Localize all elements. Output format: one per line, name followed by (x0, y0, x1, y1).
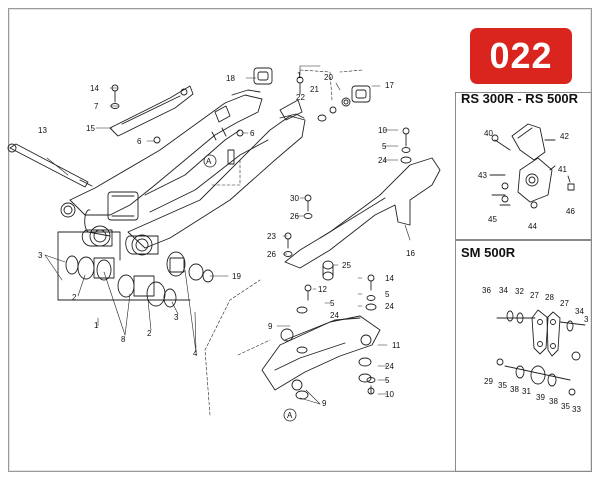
callouts-sm: 36 34 32 27 28 27 34 3 29 35 31 38 39 35… (482, 286, 589, 414)
callout: 1 (297, 71, 302, 80)
callout: 10 (385, 390, 394, 399)
callout: 26 (267, 250, 276, 259)
callout: 30 (290, 194, 299, 203)
callout: 12 (318, 285, 327, 294)
callout: A (287, 411, 293, 420)
axle-part (7, 143, 93, 188)
callout: 44 (528, 222, 537, 231)
swingarm-part (60, 89, 306, 256)
callout: 29 (484, 377, 493, 386)
bearing-stack (57, 231, 214, 308)
callout: 35 (561, 402, 570, 411)
callout: 9 (268, 322, 273, 331)
callout: 24 (330, 311, 339, 320)
callout: 3 (584, 315, 589, 324)
callout: 22 (296, 93, 305, 102)
callout: 5 (330, 299, 335, 308)
callout: 7 (94, 102, 99, 111)
callouts-main: 14 7 15 6 18 1 20 17 22 21 6 13 A 10 5 2… (38, 71, 415, 420)
callout: 28 (545, 293, 554, 302)
callout: 13 (38, 126, 47, 135)
callout: 14 (385, 274, 394, 283)
callout: 42 (560, 132, 569, 141)
callout: 18 (226, 74, 235, 83)
page-number-badge: 022 (470, 28, 572, 84)
leader-lines (44, 65, 411, 405)
callout: 39 (536, 393, 545, 402)
callout: 45 (488, 215, 497, 224)
callout: 10 (378, 126, 387, 135)
panel-rs-variant (455, 92, 592, 241)
callout: 24 (378, 156, 387, 165)
callout: 26 (290, 212, 299, 221)
panel-sm-title: SM 500R (461, 245, 516, 260)
callout: 2 (72, 293, 77, 302)
callout: 2 (147, 329, 152, 338)
chain-guard-part (284, 157, 441, 281)
callout: 38 (549, 397, 558, 406)
chain-slider-part (109, 85, 194, 137)
callout: 5 (385, 376, 390, 385)
fasteners (110, 76, 412, 395)
callout: 17 (385, 81, 394, 90)
callout: 5 (382, 142, 387, 151)
rs-chain-guide (489, 123, 575, 209)
callout: 32 (515, 287, 524, 296)
callout: 40 (484, 129, 493, 138)
pad-18-part (253, 67, 273, 85)
callout: 11 (392, 341, 401, 350)
sm-linkage (496, 309, 586, 396)
callout: 1 (94, 321, 99, 330)
callout: 43 (478, 171, 487, 180)
callout: 34 (575, 307, 584, 316)
callout: 41 (558, 165, 567, 174)
callout: 24 (385, 362, 394, 371)
callout: 27 (560, 299, 569, 308)
callout: 6 (250, 129, 255, 138)
callout: 21 (310, 85, 319, 94)
panel-sm-variant (455, 239, 592, 472)
callout: 25 (342, 261, 351, 270)
callout: 46 (566, 207, 575, 216)
callout: 4 (193, 349, 198, 358)
callout: 38 (510, 385, 519, 394)
callout: 23 (267, 232, 276, 241)
callout: 36 (482, 286, 491, 295)
callout: 31 (522, 387, 531, 396)
callout: 3 (38, 251, 43, 260)
callout: 34 (499, 286, 508, 295)
callout: 19 (232, 272, 241, 281)
callout: 16 (406, 249, 415, 258)
callout: 9 (322, 399, 327, 408)
linkage-part (261, 306, 381, 400)
construction-lines (204, 69, 363, 416)
callout: 3 (174, 313, 179, 322)
callout: 20 (324, 73, 333, 82)
callout: 35 (498, 381, 507, 390)
callout: 6 (137, 137, 142, 146)
callout: 24 (385, 302, 394, 311)
panel-rs-title: RS 300R - RS 500R (461, 91, 579, 106)
callout: 27 (530, 291, 539, 300)
callouts-rs: 40 42 43 41 45 44 46 (478, 129, 575, 231)
callout: A (206, 157, 212, 166)
callout: 15 (86, 124, 95, 133)
callout: 5 (385, 290, 390, 299)
callout: 14 (90, 84, 99, 93)
callout: 8 (121, 335, 126, 344)
callout: 33 (572, 405, 581, 414)
pad-17-part (351, 85, 371, 103)
